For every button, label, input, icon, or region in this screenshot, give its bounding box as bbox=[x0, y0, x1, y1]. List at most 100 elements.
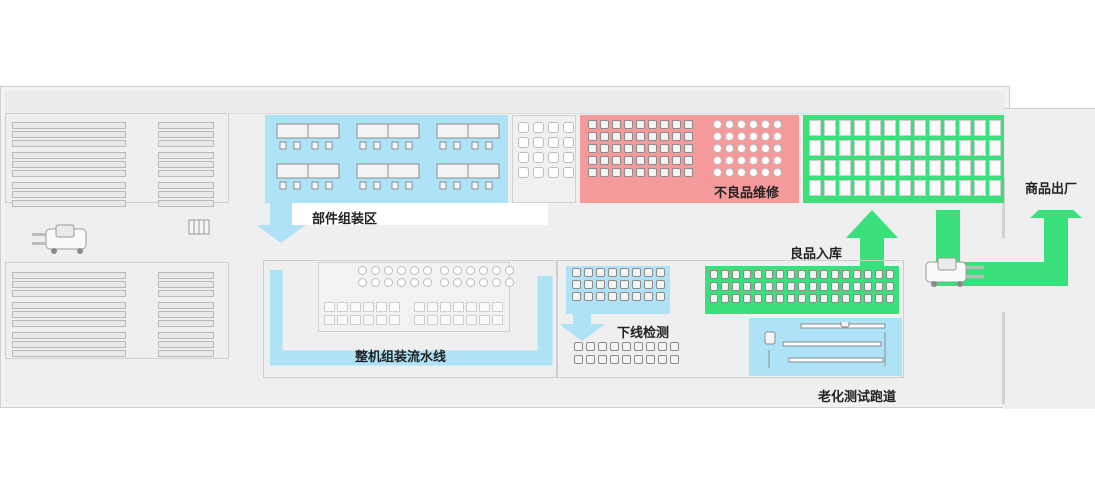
repair-seat bbox=[636, 156, 645, 165]
repair-seat bbox=[636, 144, 645, 153]
pallet-rack bbox=[12, 122, 126, 147]
inspection-seat bbox=[572, 268, 581, 277]
line-bench bbox=[466, 315, 477, 325]
rack-shelf bbox=[12, 152, 126, 159]
rack-shelf bbox=[158, 332, 214, 339]
forklift-icon bbox=[32, 224, 87, 254]
storage-seat bbox=[820, 270, 828, 279]
storage-seat bbox=[721, 282, 729, 291]
workbench-icon bbox=[276, 163, 340, 190]
line-bench bbox=[389, 315, 400, 325]
storage-cell bbox=[884, 120, 896, 136]
rack-shelf bbox=[158, 290, 214, 297]
line-bench bbox=[440, 315, 451, 325]
storage-seat bbox=[787, 270, 795, 279]
line-station bbox=[479, 278, 488, 287]
storage-seat bbox=[732, 282, 740, 291]
storage-seat bbox=[743, 270, 751, 279]
inspection-hall bbox=[557, 260, 904, 378]
line-bench bbox=[337, 302, 348, 312]
repair-seat bbox=[660, 132, 669, 141]
repair-station bbox=[749, 156, 758, 165]
storage-cell bbox=[824, 120, 836, 136]
repair-station bbox=[761, 120, 770, 129]
storage-seat bbox=[820, 282, 828, 291]
rack-shelf bbox=[12, 182, 126, 189]
rack-shelf bbox=[12, 302, 126, 309]
inspection-seat bbox=[644, 280, 653, 289]
storage-seat bbox=[798, 282, 806, 291]
workbench-icon bbox=[436, 123, 500, 150]
line-station bbox=[466, 278, 475, 287]
storage-cell bbox=[824, 180, 836, 196]
repair-station bbox=[749, 168, 758, 177]
storage-seat bbox=[765, 282, 773, 291]
pallet-rack bbox=[158, 182, 214, 207]
storage-seat bbox=[721, 294, 729, 303]
rack-shelf bbox=[158, 191, 214, 198]
storage-cell bbox=[839, 140, 851, 156]
inspection-seat bbox=[632, 292, 641, 301]
top-wall-band bbox=[5, 91, 1005, 114]
inspection-seat bbox=[658, 355, 667, 364]
flow-arrow-icon bbox=[258, 203, 548, 243]
storage-cell bbox=[944, 180, 956, 196]
repair-station bbox=[725, 144, 734, 153]
storage-cell bbox=[959, 140, 971, 156]
repair-station bbox=[737, 120, 746, 129]
chair bbox=[533, 167, 544, 178]
rack-shelf bbox=[12, 350, 126, 357]
inspection-seat bbox=[656, 280, 665, 289]
rack-shelf bbox=[12, 332, 126, 339]
storage-seat bbox=[732, 294, 740, 303]
line-station bbox=[505, 266, 514, 275]
repair-station bbox=[737, 168, 746, 177]
repair-seat bbox=[648, 144, 657, 153]
storage-seat bbox=[710, 270, 718, 279]
storage-cell bbox=[914, 180, 926, 196]
storage-seat bbox=[765, 270, 773, 279]
line-station bbox=[453, 266, 462, 275]
inspection-seat bbox=[632, 280, 641, 289]
storage-cell bbox=[929, 120, 941, 136]
pallet-rack-icon bbox=[188, 219, 210, 235]
repair-seat bbox=[660, 156, 669, 165]
line-station-grid bbox=[358, 266, 432, 287]
storage-cell bbox=[884, 180, 896, 196]
inspection-seat bbox=[644, 268, 653, 277]
storage-seat bbox=[776, 270, 784, 279]
inspection-seat bbox=[608, 268, 617, 277]
storage-seat bbox=[842, 282, 850, 291]
repair-station bbox=[713, 144, 722, 153]
repair-seat bbox=[588, 120, 597, 129]
repair-seat bbox=[612, 168, 621, 177]
line-bench bbox=[363, 315, 374, 325]
repair-station bbox=[749, 144, 758, 153]
rack-shelf bbox=[12, 122, 126, 129]
storage-cell bbox=[809, 160, 821, 176]
aging-test-track-label: 老化测试跑道 bbox=[818, 390, 897, 405]
inspection-seat bbox=[596, 280, 605, 289]
inspection-seat bbox=[608, 292, 617, 301]
inspection-seat bbox=[634, 342, 643, 351]
repair-seat bbox=[672, 144, 681, 153]
storage-cell bbox=[914, 140, 926, 156]
repair-station bbox=[761, 168, 770, 177]
storage-cell bbox=[989, 180, 1001, 196]
repair-station bbox=[713, 120, 722, 129]
chair bbox=[563, 122, 574, 133]
storage-cell bbox=[929, 140, 941, 156]
storage-cell bbox=[959, 120, 971, 136]
repair-station-grid bbox=[713, 120, 782, 177]
repair-seat bbox=[612, 156, 621, 165]
repair-station bbox=[761, 132, 770, 141]
chair bbox=[548, 137, 559, 148]
rack-shelf bbox=[158, 281, 214, 288]
inspection-seat-grid bbox=[572, 268, 665, 301]
storage-seat bbox=[886, 294, 894, 303]
rack-shelf bbox=[158, 311, 214, 318]
dock-wall-bottom bbox=[1002, 312, 1005, 404]
line-bench bbox=[324, 302, 335, 312]
storage-seat bbox=[853, 294, 861, 303]
repair-station bbox=[737, 144, 746, 153]
